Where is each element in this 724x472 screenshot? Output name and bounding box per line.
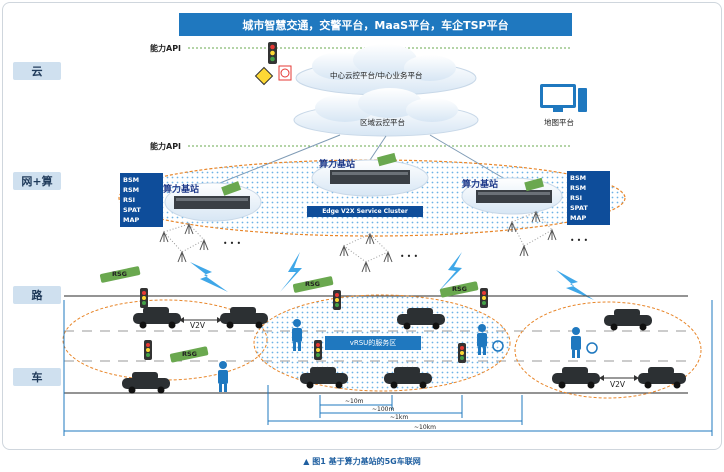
center-cloud-shape [295, 44, 477, 96]
layer-network-tag: 网+算 [13, 172, 61, 190]
car-icon-8 [552, 367, 600, 389]
traffic-light-icon-road-4 [144, 340, 152, 360]
lightning-icon-3 [438, 252, 462, 292]
message-item: BSM [570, 174, 587, 182]
car-icon-4 [604, 309, 652, 331]
road-sign-icon [254, 65, 292, 86]
rsg-device-2 [292, 276, 334, 293]
traffic-light-icon-top [268, 42, 277, 64]
car-icons [122, 307, 686, 394]
antenna-cluster-right [507, 210, 557, 257]
message-item: SPAT [570, 204, 588, 212]
message-list-right: BSM RSM RSI SPAT MAP [567, 171, 610, 225]
car-icon-1 [133, 307, 181, 329]
regional-cloud-shape [293, 88, 479, 137]
antenna-cluster-center [339, 232, 393, 273]
rsg-label-2: RSG [305, 280, 321, 288]
figure-caption: ▲ 图1 基于算力基站的5G车联网 [303, 457, 421, 466]
top-banner: 城市智慧交通，交警平台，MaaS平台，车企TSP平台 [179, 13, 572, 36]
car-icon-6 [300, 367, 348, 389]
vrsu-zone-label-box [325, 336, 421, 350]
traffic-light-icon-road-3 [480, 288, 488, 308]
map-platform-label: 地图平台 [544, 118, 574, 127]
lightning-icon-4 [556, 270, 594, 300]
message-item: SPAT [123, 206, 141, 214]
compute-station-label-left: 算力基站 [163, 185, 200, 195]
layer-cloud-tag: 云 [13, 62, 61, 80]
traffic-light-icon-road-1 [140, 288, 148, 308]
v2v-zone-right [514, 301, 702, 399]
station-server-center [330, 170, 410, 184]
station-server-right [476, 190, 552, 203]
rsg-label-4: RSG [182, 350, 198, 358]
api-label-top: 能力API [150, 44, 182, 53]
pedestrian-icon-2 [477, 324, 504, 355]
message-item: MAP [123, 216, 140, 224]
message-item: RSM [123, 186, 140, 194]
message-item: RSI [570, 194, 583, 202]
layer-road-tag: 路 [13, 286, 61, 304]
message-item: RSI [123, 196, 136, 204]
compute-station-label-right: 算力基站 [462, 180, 499, 190]
rsg-device-3 [439, 281, 479, 298]
station-server-left [174, 196, 250, 209]
antenna-cluster-left [159, 222, 209, 263]
message-item: BSM [123, 176, 140, 184]
rsg-label-1: RSG [112, 270, 128, 278]
traffic-light-icon-road-5 [314, 340, 322, 360]
api-label-bottom: 能力API [150, 142, 182, 151]
distance-1km: ~1km [390, 414, 409, 421]
pedestrian-icon-3 [218, 361, 228, 392]
pedestrian-icon-4 [571, 327, 598, 358]
message-list-left: BSM RSM RSI SPAT MAP [120, 173, 163, 227]
car-icon-2 [220, 307, 268, 329]
ellipsis-center: • • • [400, 252, 419, 261]
layer-vehicle-tag: 车 [13, 368, 61, 386]
distance-100m: ~100m [372, 406, 395, 413]
compute-station-label-center: 算力基站 [319, 160, 356, 170]
car-icon-9 [638, 367, 686, 389]
distance-10m: ~10m [345, 398, 364, 405]
center-cloud-label: 中心云控平台/中心业务平台 [330, 71, 423, 80]
traffic-light-icon-road-2 [333, 290, 341, 310]
car-icon-3 [397, 308, 445, 330]
map-platform-monitor-icon [540, 84, 587, 112]
traffic-light-icon-road-6 [458, 343, 466, 363]
edge-cluster-label: Edge V2X Service Cluster [307, 206, 423, 217]
v2v-label-right: V2V [610, 380, 626, 389]
distance-10km: ~10km [414, 424, 436, 431]
rsg-device-1 [99, 266, 141, 283]
car-icon-5 [122, 372, 170, 394]
distance-markers [63, 300, 713, 436]
lightning-icon-2 [280, 252, 302, 292]
message-item: RSM [570, 184, 587, 192]
message-item: MAP [570, 214, 587, 222]
ellipsis-left: • • • [223, 239, 242, 248]
lightning-icon-1 [190, 262, 228, 292]
rsg-device-4 [169, 346, 209, 363]
vrsu-zone-label: vRSU的服务区 [349, 339, 397, 347]
rsg-label-3: RSG [452, 285, 468, 293]
regional-cloud-label: 区域云控平台 [360, 118, 405, 127]
v2v-label-left: V2V [190, 321, 206, 330]
ellipsis-right: • • • [570, 236, 589, 245]
pedestrian-icon-1 [292, 319, 302, 351]
car-icon-7 [384, 367, 432, 389]
